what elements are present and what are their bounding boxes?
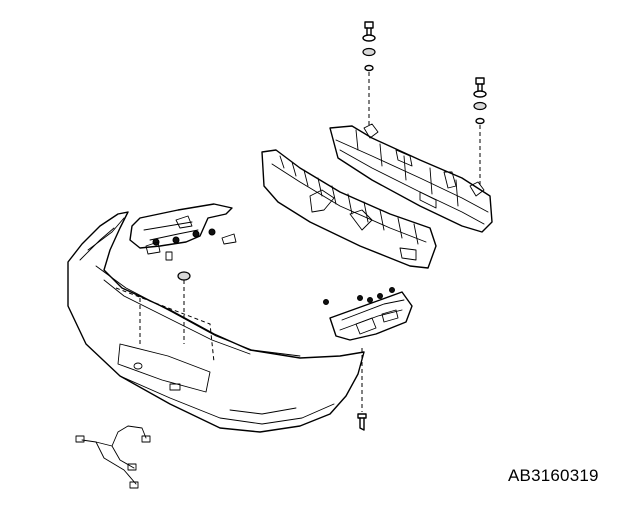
wiring-harness	[75, 425, 151, 489]
bumper-energy-absorber	[261, 149, 437, 269]
diagram-reference-code: AB3160319	[508, 466, 599, 485]
rear-bumper-cover	[67, 211, 365, 433]
upper-left-bolt-assembly	[362, 21, 376, 128]
left-side-bracket	[129, 203, 237, 261]
center-clip	[177, 271, 191, 344]
bumper-reinforcement-beam	[329, 123, 493, 233]
bottom-screw	[357, 348, 367, 431]
upper-right-bolt-assembly	[473, 77, 487, 188]
right-side-bracket	[323, 287, 413, 341]
